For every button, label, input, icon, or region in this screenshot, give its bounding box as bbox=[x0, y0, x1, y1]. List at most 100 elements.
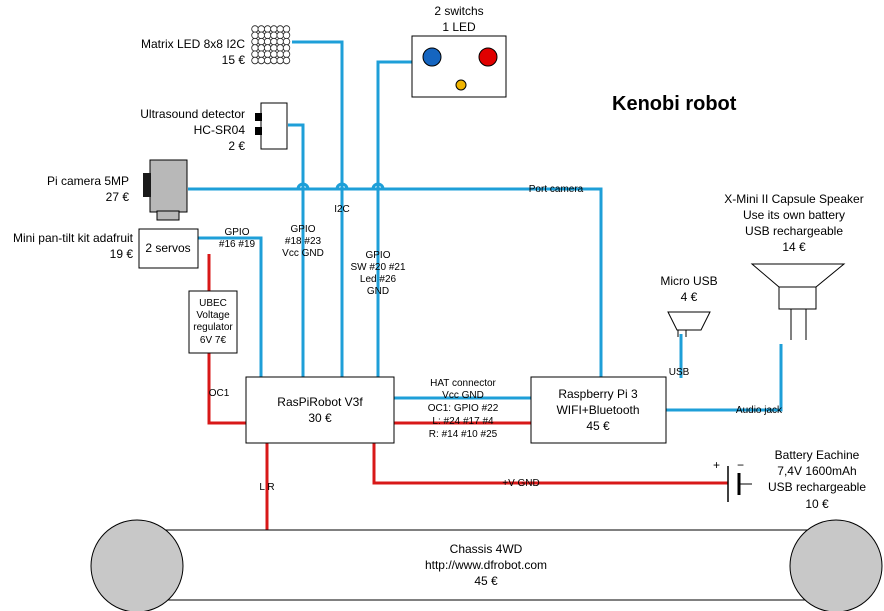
camera-price: 27 € bbox=[106, 190, 130, 204]
wheel-left bbox=[90, 519, 184, 611]
label-gpio-sw-2: SW #20 #21 bbox=[350, 262, 405, 273]
label-gpio-us-1: GPIO bbox=[290, 224, 315, 235]
matrix-led-dot bbox=[251, 31, 259, 39]
label-gpio-sw-3: Led #26 bbox=[360, 274, 397, 285]
speaker-price: 14 € bbox=[782, 240, 806, 254]
matrix-led-dot bbox=[276, 31, 284, 39]
label-usb: USB bbox=[669, 367, 690, 378]
raspirobot-name: RasPiRobot V3f bbox=[277, 395, 363, 409]
chassis-name: Chassis 4WD bbox=[450, 542, 523, 556]
matrix-led-dot bbox=[257, 31, 265, 39]
matrix-led-dot bbox=[282, 44, 291, 52]
switch-blue-icon bbox=[422, 47, 442, 67]
micro-usb-speaker: Micro USB 4 € bbox=[660, 274, 718, 337]
raspirobot-box bbox=[245, 376, 395, 444]
page-title: Kenobi robot bbox=[612, 93, 737, 115]
hop-ultrasound bbox=[296, 182, 310, 190]
wire-audio bbox=[666, 344, 783, 412]
matrix-led-dot bbox=[263, 31, 272, 39]
matrix-led-icon bbox=[251, 25, 291, 65]
camera-name: Pi camera 5MP bbox=[47, 174, 129, 188]
raspberry-price: 45 € bbox=[586, 419, 610, 433]
label-gpio-us-2: #18 #23 bbox=[285, 236, 322, 247]
chassis-price: 45 € bbox=[474, 574, 498, 588]
wire-battery bbox=[372, 443, 728, 485]
chassis-url: http://www.dfrobot.com bbox=[425, 558, 547, 572]
label-hat-2: Vcc GND bbox=[442, 390, 484, 401]
pantilt-name: Mini pan-tilt kit adafruit bbox=[13, 231, 134, 245]
matrix-led-dot bbox=[276, 56, 284, 65]
label-gpio-servo-1: GPIO bbox=[224, 227, 249, 238]
microusb-name: Micro USB bbox=[660, 274, 717, 288]
raspberry-name: Raspberry Pi 3 bbox=[558, 387, 638, 401]
switches-label-2: 1 LED bbox=[442, 20, 476, 34]
label-gpio-us-3: Vcc GND bbox=[282, 248, 324, 259]
ubec-regulator: UBEC Voltage regulator 6V 7€ bbox=[188, 290, 238, 354]
pantilt-price: 19 € bbox=[110, 247, 134, 261]
matrix-led-dot bbox=[251, 25, 259, 33]
wire-matrix-i2c bbox=[292, 40, 344, 392]
matrix-led-dot bbox=[263, 25, 272, 33]
label-audio: Audio jack bbox=[736, 405, 783, 416]
matrix-led-dot bbox=[276, 25, 284, 33]
ultrasound-receiver bbox=[255, 127, 262, 135]
microusb-price: 4 € bbox=[681, 290, 698, 304]
matrix-led-dot bbox=[270, 50, 278, 58]
battery: Battery Eachine 7,4V 1600mAh USB recharg… bbox=[713, 448, 866, 511]
ultrasound-sensor: Ultrasound detector HC-SR04 2 € bbox=[140, 102, 288, 153]
matrix-led: Matrix LED 8x8 I2C 15 € bbox=[141, 25, 291, 67]
camera-lens bbox=[143, 173, 151, 197]
ultrasound-price: 2 € bbox=[228, 139, 245, 153]
matrix-led-dot bbox=[270, 31, 278, 39]
matrix-led-dot bbox=[270, 25, 278, 33]
battery-price: 10 € bbox=[805, 497, 829, 511]
matrix-led-dot bbox=[257, 56, 265, 65]
matrix-led-dot bbox=[263, 50, 272, 58]
raspirobot-price: 30 € bbox=[308, 411, 332, 425]
pi-camera: Pi camera 5MP 27 € bbox=[47, 159, 188, 221]
hop-i2c bbox=[335, 182, 349, 190]
battery-plus: + bbox=[713, 458, 720, 472]
matrix-led-dot bbox=[251, 37, 259, 46]
microusb-icon bbox=[667, 311, 711, 337]
matrix-led-dot bbox=[270, 37, 278, 46]
battery-icon bbox=[727, 466, 752, 502]
matrix-led-dot bbox=[276, 50, 284, 58]
matrix-led-dot bbox=[270, 44, 278, 52]
battery-spec: 7,4V 1600mAh bbox=[777, 464, 856, 478]
wire-ubec-oc1 bbox=[207, 353, 247, 425]
label-hat-4: L: #24 #17 #4 bbox=[432, 416, 494, 427]
switch-red-icon bbox=[478, 47, 498, 67]
matrix-led-dot bbox=[251, 50, 259, 58]
ubec-line2: Voltage bbox=[196, 310, 230, 321]
ultrasound-emitter bbox=[255, 113, 262, 121]
label-gpio-sw-4: GND bbox=[367, 286, 389, 297]
label-hat-3: OC1: GPIO #22 bbox=[428, 403, 499, 414]
matrix-led-dot bbox=[282, 31, 291, 39]
label-vgnd: +V GND bbox=[502, 478, 540, 489]
raspirobot-board: RasPiRobot V3f 30 € bbox=[245, 376, 395, 444]
label-port-camera: Port camera bbox=[529, 184, 584, 195]
label-oc1: OC1 bbox=[209, 388, 230, 399]
switches-label-1: 2 switchs bbox=[434, 4, 483, 18]
wire-camera-port bbox=[188, 187, 603, 378]
matrix-led-dot bbox=[263, 44, 272, 52]
wire-labels: GPIO #16 #19 GPIO #18 #23 Vcc GND I2C GP… bbox=[209, 184, 783, 493]
pan-tilt-kit: Mini pan-tilt kit adafruit 19 € 2 servos bbox=[13, 228, 199, 269]
speaker-icon bbox=[750, 263, 846, 340]
speaker: X-Mini II Capsule Speaker Use its own ba… bbox=[724, 192, 864, 340]
battery-minus: − bbox=[737, 458, 744, 472]
matrix-led-dot bbox=[270, 56, 278, 65]
signal-wires bbox=[188, 40, 783, 412]
label-hat-1: HAT connector bbox=[430, 378, 496, 389]
servos-label: 2 servos bbox=[145, 241, 190, 255]
servos-box bbox=[138, 228, 199, 269]
ubec-box bbox=[188, 290, 238, 354]
wire-ultrasound-gpio bbox=[288, 123, 305, 378]
camera-icon bbox=[149, 159, 188, 213]
ubec-line4: 6V 7€ bbox=[200, 335, 227, 346]
matrix-led-dot bbox=[257, 25, 265, 33]
matrix-led-dot bbox=[251, 44, 259, 52]
label-gpio-servo-2: #16 #19 bbox=[219, 239, 256, 250]
